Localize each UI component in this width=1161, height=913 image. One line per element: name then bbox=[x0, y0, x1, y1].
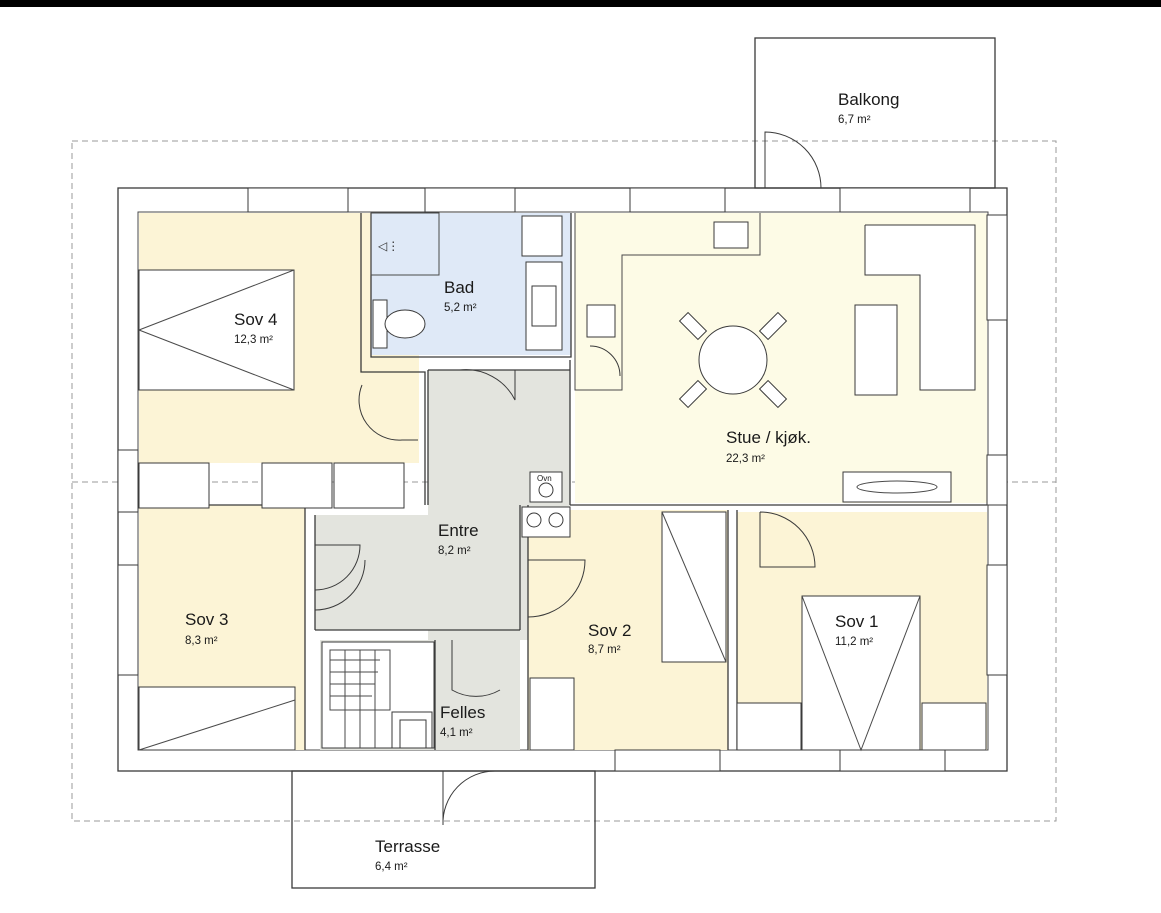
balkong-name: Balkong bbox=[838, 90, 899, 109]
sofa bbox=[854, 224, 976, 396]
sov4-wardrobe bbox=[138, 462, 405, 509]
stue-area-value: 22,3 m² bbox=[726, 453, 765, 465]
stairs bbox=[321, 641, 435, 749]
entre-area-value: 8,2 m² bbox=[438, 545, 471, 557]
entre-name: Entre bbox=[438, 521, 479, 540]
doors bbox=[314, 131, 822, 826]
sov1-name: Sov 1 bbox=[835, 612, 878, 631]
sov2-name: Sov 2 bbox=[588, 621, 631, 640]
terrasse-name: Terrasse bbox=[375, 837, 440, 856]
sov1-area-value: 11,2 m² bbox=[835, 636, 873, 648]
sov4-bed bbox=[138, 269, 295, 391]
balkong-area-value: 6,7 m² bbox=[838, 114, 871, 126]
sov4-name: Sov 4 bbox=[234, 310, 277, 329]
sov3-area-value: 8,3 m² bbox=[185, 635, 218, 647]
kitchen-counter bbox=[521, 213, 761, 538]
top-bar bbox=[0, 0, 1161, 7]
entre-fill-2 bbox=[315, 515, 525, 630]
bad-area-value: 5,2 m² bbox=[444, 302, 477, 314]
bath-fixtures bbox=[370, 212, 563, 351]
outline-dashed bbox=[71, 140, 1057, 822]
shower-icon: ◁⋮ bbox=[378, 239, 399, 253]
stue-name: Stue / kjøk. bbox=[726, 428, 811, 447]
sov4-area-value: 12,3 m² bbox=[234, 334, 273, 346]
bad-name: Bad bbox=[444, 278, 474, 297]
sov3-bed bbox=[138, 686, 296, 751]
oven-label: Ovn bbox=[537, 474, 552, 483]
fireplace bbox=[842, 471, 952, 503]
sov1-bed bbox=[736, 595, 987, 752]
sov3-name: Sov 3 bbox=[185, 610, 228, 629]
windows bbox=[117, 187, 1008, 772]
sov2-wardrobe bbox=[529, 511, 727, 751]
sov2-area-value: 8,7 m² bbox=[588, 644, 621, 656]
terrasse-area-value: 6,4 m² bbox=[375, 861, 408, 873]
dining-table bbox=[678, 311, 788, 409]
felles-name: Felles bbox=[440, 703, 485, 722]
balkong-area bbox=[754, 37, 996, 189]
felles-area-value: 4,1 m² bbox=[440, 727, 473, 739]
